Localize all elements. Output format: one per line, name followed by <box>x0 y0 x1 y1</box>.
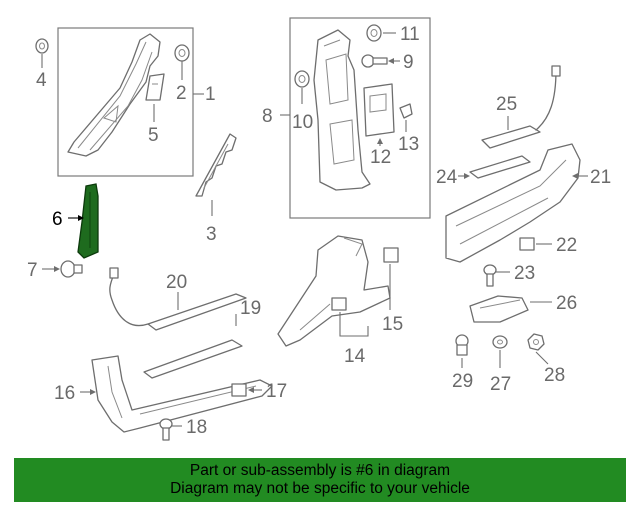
part-29-fastener[interactable] <box>455 334 469 368</box>
callout-5: 5 <box>148 125 159 146</box>
callout-16: 16 <box>54 383 75 404</box>
part-23-screw[interactable] <box>483 264 510 287</box>
part-27-grommet[interactable] <box>492 335 508 368</box>
callout-22: 22 <box>556 235 577 256</box>
part-6-highlighted-trim[interactable] <box>68 183 99 259</box>
callout-8: 8 <box>262 106 273 127</box>
callout-10: 10 <box>292 112 313 133</box>
group-box-8 <box>289 17 431 219</box>
part-21-scuff-plate[interactable] <box>445 143 588 263</box>
part-18-screw[interactable] <box>159 418 182 441</box>
part-4-washer[interactable] <box>35 38 49 68</box>
callout-17: 17 <box>266 381 287 402</box>
part-14-kick-panel[interactable] <box>277 235 391 347</box>
group-box-1 <box>57 27 194 177</box>
part-25-sill-plate[interactable] <box>481 65 561 149</box>
callout-2: 2 <box>176 83 187 104</box>
callout-21: 21 <box>590 167 611 188</box>
part-9-screw[interactable] <box>361 54 400 68</box>
part-8-b-pillar[interactable] <box>313 29 371 191</box>
callout-3: 3 <box>206 224 217 245</box>
callout-24: 24 <box>436 167 458 188</box>
callout-7: 7 <box>27 260 38 281</box>
callout-13: 13 <box>398 134 419 155</box>
part-3-bracket[interactable] <box>195 133 237 216</box>
parts-diagram: 4 2 1 5 6 7 3 8 10 11 9 13 12 25 24 21 2… <box>27 17 611 441</box>
part-13-clip[interactable] <box>399 103 413 132</box>
callout-20: 20 <box>166 272 187 293</box>
part-24-sill-strip[interactable] <box>458 155 531 179</box>
part-10-nut[interactable] <box>294 70 310 104</box>
part-12-switch-panel[interactable] <box>363 83 395 146</box>
part-11-clip[interactable] <box>366 24 396 42</box>
part-22-clip[interactable] <box>519 237 552 251</box>
callout-19: 19 <box>240 298 261 319</box>
callout-26: 26 <box>556 293 577 314</box>
part-5-pad[interactable] <box>145 73 165 122</box>
callout-4: 4 <box>36 70 47 91</box>
part-19-sill-strip[interactable] <box>143 314 243 379</box>
info-banner: Part or sub-assembly is #6 in diagram Di… <box>14 458 626 502</box>
part-1-pillar-trim[interactable] <box>67 33 161 157</box>
callout-27: 27 <box>490 374 511 395</box>
banner-line-2: Diagram may not be specific to your vehi… <box>170 480 470 497</box>
part-17-clip[interactable] <box>231 383 262 397</box>
callout-25: 25 <box>496 94 517 115</box>
callout-23: 23 <box>514 263 535 284</box>
part-20-sill-strip[interactable] <box>109 267 247 331</box>
callout-28: 28 <box>544 365 565 386</box>
callout-15: 15 <box>382 314 403 335</box>
callout-18: 18 <box>186 417 207 438</box>
part-2-clip[interactable] <box>174 44 190 80</box>
part-7-bolt[interactable] <box>42 260 83 278</box>
callout-11: 11 <box>400 24 420 45</box>
part-28-nut[interactable] <box>527 333 549 365</box>
callout-14: 14 <box>344 346 366 367</box>
callout-9: 9 <box>403 52 414 73</box>
callout-1: 1 <box>205 84 216 105</box>
part-26-module[interactable] <box>469 295 552 323</box>
part-15-clip[interactable] <box>383 247 399 310</box>
banner-line-1: Part or sub-assembly is #6 in diagram <box>189 462 451 479</box>
callout-29: 29 <box>452 371 473 392</box>
callout-12: 12 <box>370 147 391 168</box>
callout-6: 6 <box>52 209 63 230</box>
